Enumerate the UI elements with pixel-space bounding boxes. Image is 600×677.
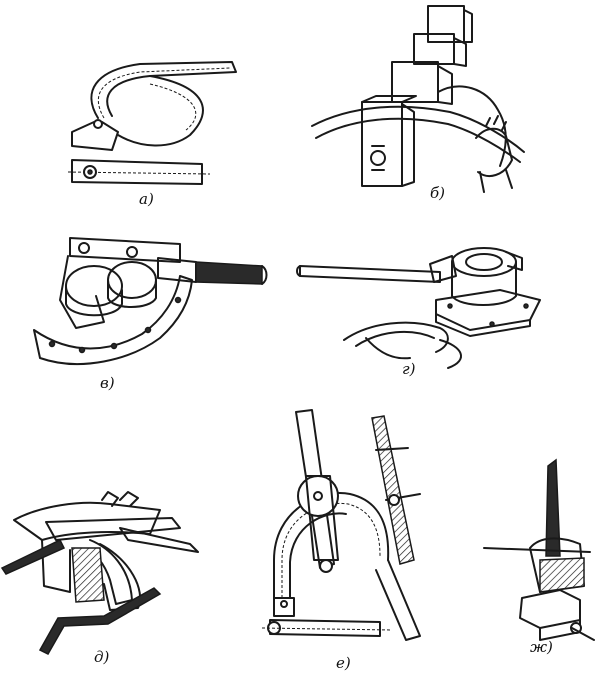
panel-v-drawing — [33, 237, 268, 365]
label-panel-v: в) — [100, 374, 115, 392]
label-panel-a: а) — [139, 190, 154, 208]
panel-g-drawing — [296, 247, 541, 369]
label-panel-b: б) — [430, 184, 446, 202]
panel-b-drawing — [311, 5, 525, 193]
label-panel-g: г) — [402, 360, 416, 378]
label-panel-zh: ж) — [530, 638, 553, 656]
label-panel-d: д) — [94, 648, 110, 666]
panel-e-drawing — [261, 409, 421, 641]
panel-zh-drawing — [483, 458, 595, 641]
panel-a-drawing — [67, 61, 237, 185]
panel-d-drawing — [0, 491, 199, 655]
label-panel-e: е) — [336, 654, 351, 672]
